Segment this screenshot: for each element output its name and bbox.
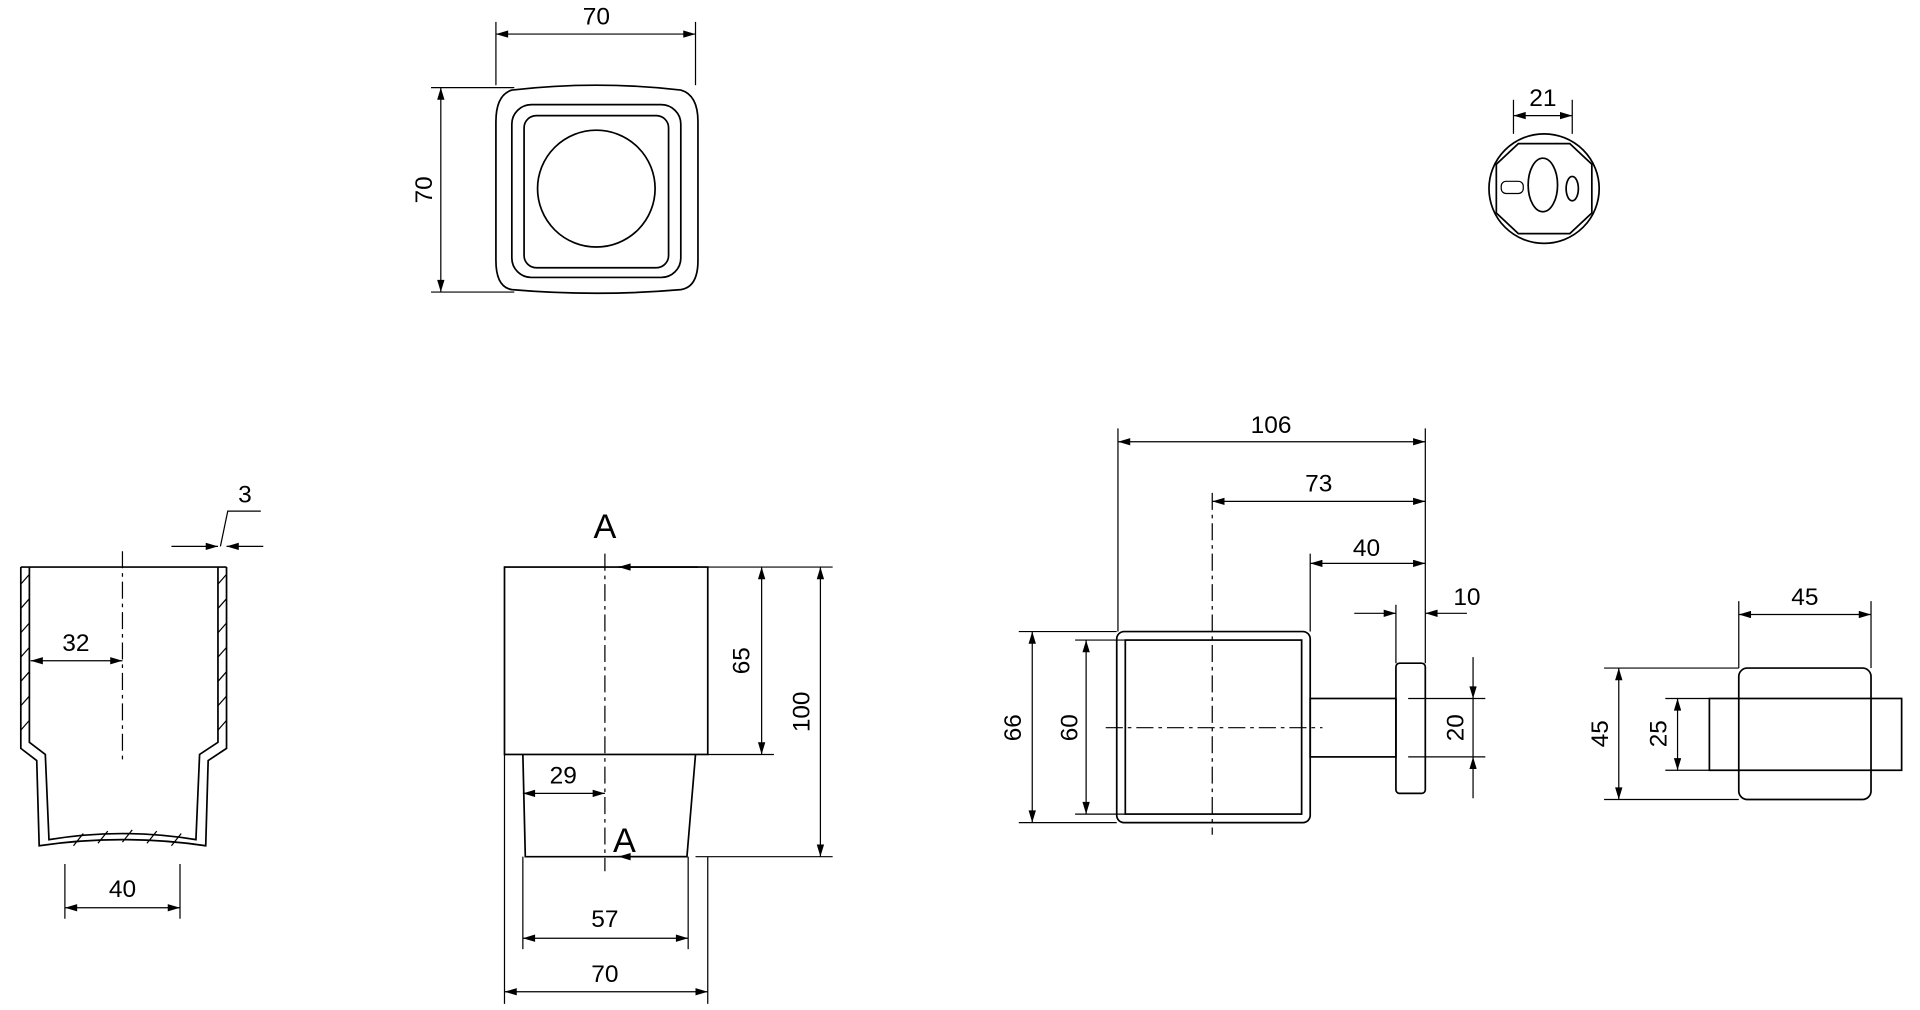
dim-inner-height: 60	[1056, 714, 1083, 741]
dim-center-depth: 73	[1305, 471, 1332, 498]
dim-top-width: 70	[583, 3, 610, 30]
dim-arm-depth: 40	[1353, 535, 1380, 562]
dim-width: 70	[591, 961, 618, 988]
dim-inner-radius: 32	[62, 630, 89, 657]
section-mark-bottom: A	[613, 822, 636, 860]
dim-outer-height: 66	[1000, 714, 1027, 741]
section-mark-top: A	[593, 508, 616, 546]
end-view: 45 45 25	[1587, 584, 1903, 801]
dim-lower-width: 57	[591, 906, 618, 933]
dim-band-height: 25	[1645, 720, 1672, 747]
dim-top-depth: 70	[411, 176, 438, 203]
dim-upper-height: 65	[728, 647, 755, 674]
mount-plate-view: 21	[1488, 85, 1601, 245]
section-view: 3 32 40	[19, 482, 264, 919]
dim-flange: 10	[1453, 584, 1480, 611]
dim-bottom: 40	[109, 876, 136, 903]
dim-total-height: 100	[788, 692, 815, 733]
dim-lower-half-width: 29	[550, 763, 577, 790]
dim-hole-spacing: 21	[1529, 85, 1556, 112]
dim-end-height: 45	[1587, 720, 1614, 747]
side-view: 106 73 40 10 66 60 20	[1000, 412, 1486, 835]
dim-wall: 3	[238, 482, 252, 509]
top-view: 70 70	[411, 3, 699, 295]
dim-end-width: 45	[1791, 584, 1818, 611]
dim-arm-height: 20	[1442, 714, 1469, 741]
dim-total-depth: 106	[1251, 412, 1292, 439]
front-view: A A 65 100 29 57 70	[503, 508, 833, 1004]
